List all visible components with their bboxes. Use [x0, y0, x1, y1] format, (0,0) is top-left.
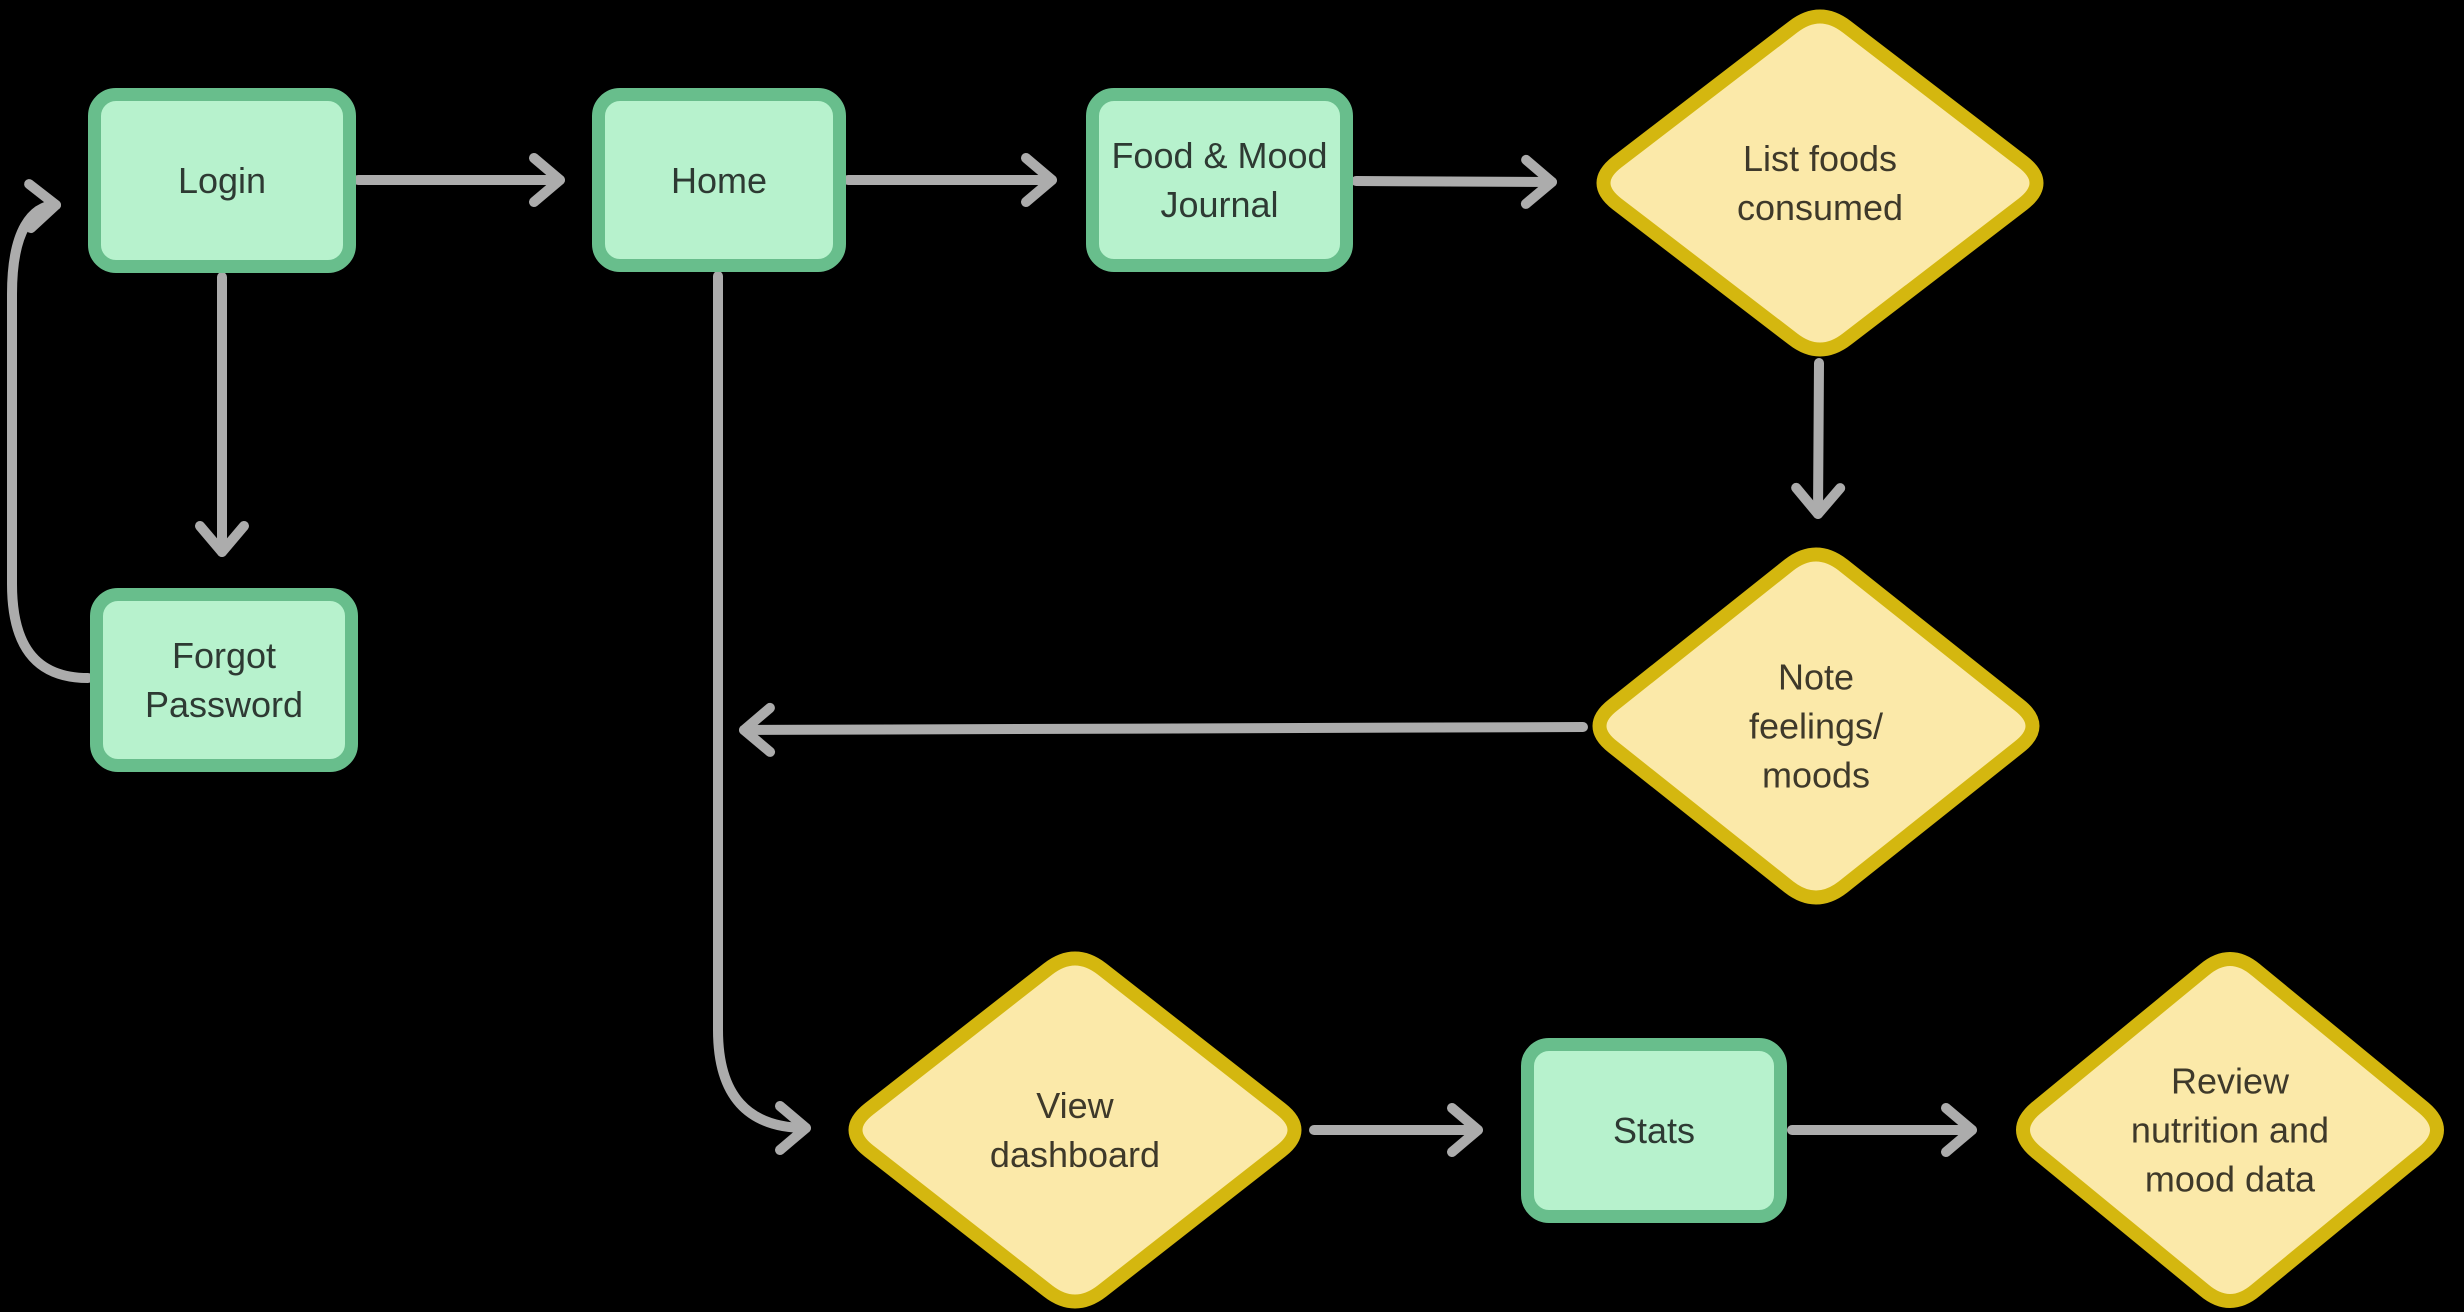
node-view-dashboard-diamond[interactable]: [848, 951, 1302, 1309]
node-home-label: Home: [670, 159, 768, 201]
edge-forgot-password-to-login[interactable]: [7, 179, 93, 683]
node-list-foods-diamond[interactable]: [1596, 9, 2044, 357]
node-food-mood-journal-label: Food & Mood Journal: [1111, 135, 1328, 225]
edge-home-to-view-dashboard[interactable]: [713, 271, 811, 1155]
node-stats[interactable]: Stats: [1521, 1038, 1787, 1223]
node-food-mood-journal[interactable]: Food & Mood Journal: [1086, 88, 1353, 272]
node-forgot-password[interactable]: Forgot Password: [90, 588, 358, 772]
edge-note-feelings-to-home[interactable]: [739, 702, 1588, 757]
node-review-data-label: Review nutrition and mood data: [2130, 1060, 2330, 1200]
node-note-feelings-diamond[interactable]: [1592, 547, 2040, 905]
node-view-dashboard-label: View dashboard: [989, 1085, 1161, 1175]
node-note-feelings-label: Note feelings/ moods: [1748, 656, 1884, 796]
node-login[interactable]: Login: [88, 88, 356, 273]
node-review-data-diamond[interactable]: [2016, 952, 2444, 1308]
node-forgot-password-label: Forgot Password: [144, 635, 304, 725]
node-list-foods-label: List foods consumed: [1736, 138, 1904, 228]
node-home[interactable]: Home: [592, 88, 846, 272]
node-login-label: Login: [177, 160, 267, 201]
node-stats-label: Stats: [1612, 1110, 1696, 1151]
edge-journal-to-list-foods[interactable]: [1351, 154, 1557, 209]
edge-list-foods-to-note-feelings[interactable]: [1791, 358, 1846, 519]
